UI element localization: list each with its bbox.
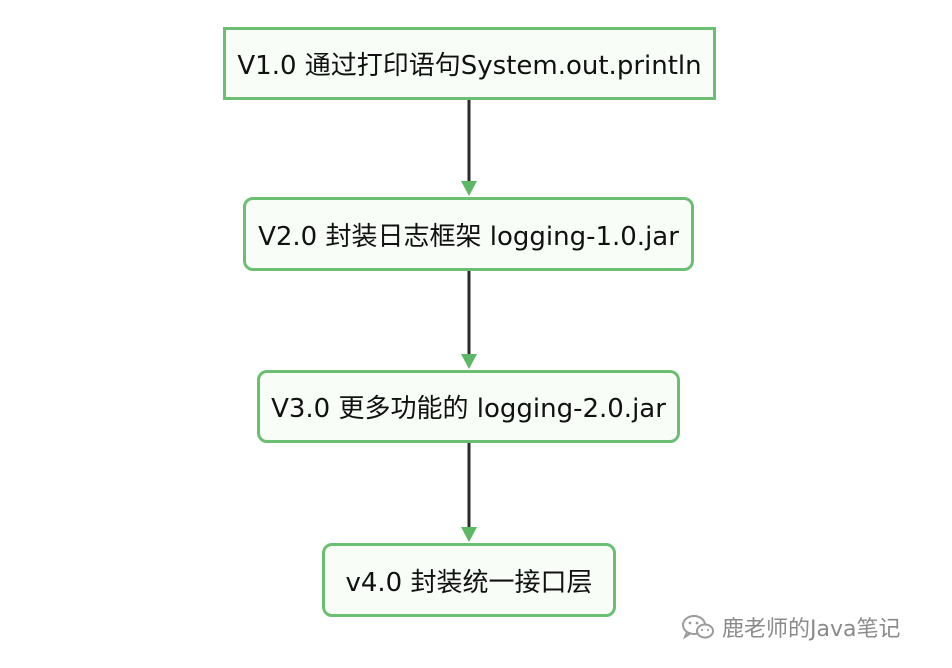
node-v3: V3.0 更多功能的 logging-2.0.jar — [257, 370, 680, 443]
node-v4: v4.0 封装统一接口层 — [322, 543, 616, 617]
node-v1: V1.0 通过打印语句System.out.println — [223, 27, 716, 100]
node-v2: V2.0 封装日志框架 logging-1.0.jar — [243, 197, 694, 271]
node-v4-label: v4.0 封装统一接口层 — [345, 567, 593, 598]
wechat-icon — [682, 615, 714, 640]
node-v1-label: V1.0 通过打印语句System.out.println — [237, 51, 702, 81]
watermark-text: 鹿老师的Java笔记 — [722, 617, 901, 642]
node-v3-label: V3.0 更多功能的 logging-2.0.jar — [271, 394, 666, 424]
edge-v3-to-v4 — [461, 443, 477, 542]
watermark: 鹿老师的Java笔记 — [680, 612, 900, 642]
edge-v2-to-v3 — [461, 271, 477, 369]
edge-v1-to-v2 — [461, 100, 477, 196]
node-v2-label: V2.0 封装日志框架 logging-1.0.jar — [258, 221, 679, 252]
